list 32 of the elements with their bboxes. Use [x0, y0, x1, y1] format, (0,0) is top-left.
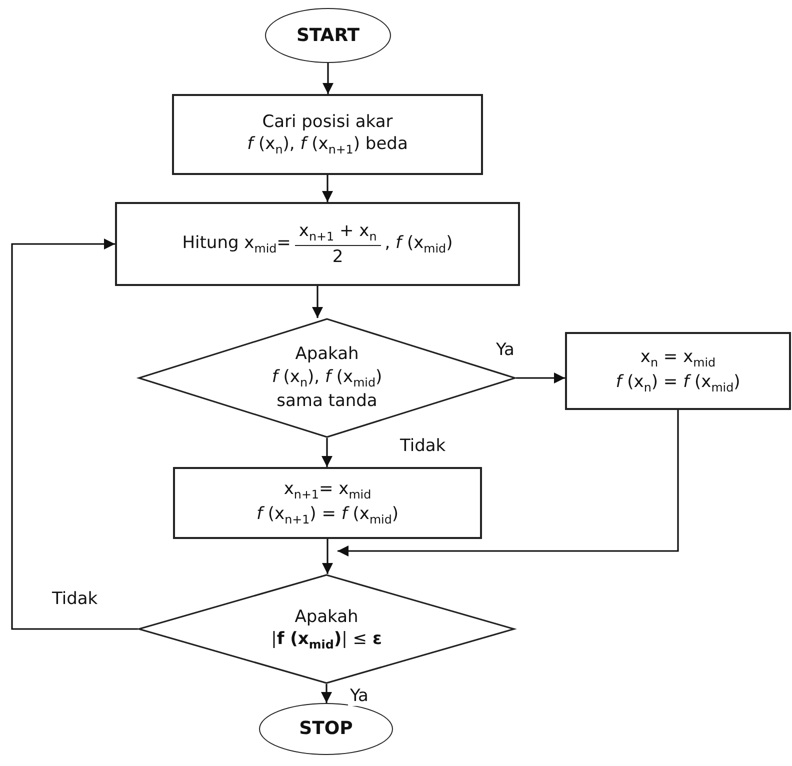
process-box	[173, 467, 482, 539]
arrow	[312, 286, 323, 318]
process-box	[172, 94, 483, 175]
node-text: Hitung x$_{mid}$=	[182, 232, 291, 256]
arrow	[321, 684, 332, 703]
node-text: , f (x$_{mid}$)	[384, 232, 453, 256]
arrow	[322, 539, 333, 574]
arrow	[322, 438, 332, 467]
node-text: STOP	[299, 717, 353, 741]
decision-diamond	[138, 574, 515, 684]
node-text: Apakah	[295, 343, 359, 366]
node-text: sama tanda	[276, 390, 378, 413]
node-text: f (x$_{n}$), f (x$_{n+1}$) beda	[247, 133, 408, 158]
process-box	[115, 202, 520, 286]
arrow	[11, 238, 138, 630]
fraction-denominator: 2	[332, 246, 344, 268]
node-text: |f (x$_{mid}$)| ≤ ε	[271, 628, 382, 652]
node-text: Cari posisi akar	[262, 111, 393, 134]
process-box	[565, 332, 791, 410]
node-text: f (x$_{n}$), f (x$_{mid}$)	[272, 366, 382, 390]
node-text: START	[296, 24, 360, 48]
node-text: f (x$_{n+1}$) = f (x$_{mid}$)	[256, 503, 399, 528]
arrow	[338, 410, 679, 556]
arrow	[322, 175, 333, 202]
arrow	[516, 372, 565, 384]
node-text: x$_{n+1}$= x$_{mid}$	[284, 478, 372, 503]
arrow	[322, 63, 334, 94]
node-text: f (x$_{n}$) = f (x$_{mid}$)	[616, 371, 740, 396]
node-text: Apakah	[294, 606, 358, 628]
fraction-numerator: x$_{n+1}$ + x$_{n}$	[294, 220, 381, 246]
decision-diamond	[138, 318, 516, 438]
node-text: x$_{n}$ = x$_{mid}$	[640, 346, 716, 371]
